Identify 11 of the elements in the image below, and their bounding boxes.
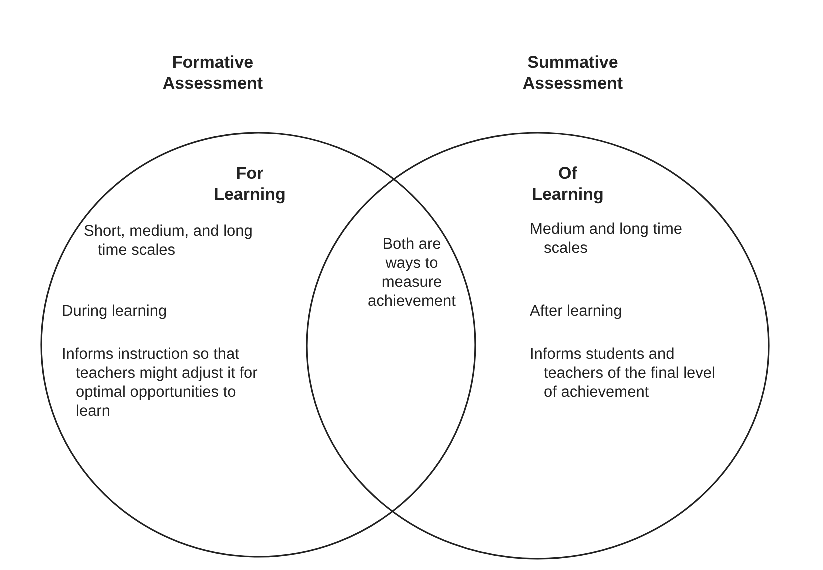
set-item-text: Informs instruction so that teachers might adjust it for optimal opportunities to learn	[62, 345, 259, 421]
set-item-text: Short, medium, and long time scales	[84, 222, 254, 260]
set-title: Formative Assessment	[162, 52, 264, 94]
set-subtitle: Of Learning	[531, 163, 605, 205]
set-item-text: Informs students and teachers of the final level of achievement	[530, 345, 716, 402]
set-title: Summative Assessment	[522, 52, 624, 94]
set-item-text: Medium and long time scales	[530, 220, 684, 258]
overlap-text: Both are ways to measure achievement	[367, 235, 457, 311]
set-item-text: After learning	[530, 302, 624, 321]
set-subtitle: For Learning	[213, 163, 287, 205]
set-item-text: During learning	[62, 302, 168, 321]
